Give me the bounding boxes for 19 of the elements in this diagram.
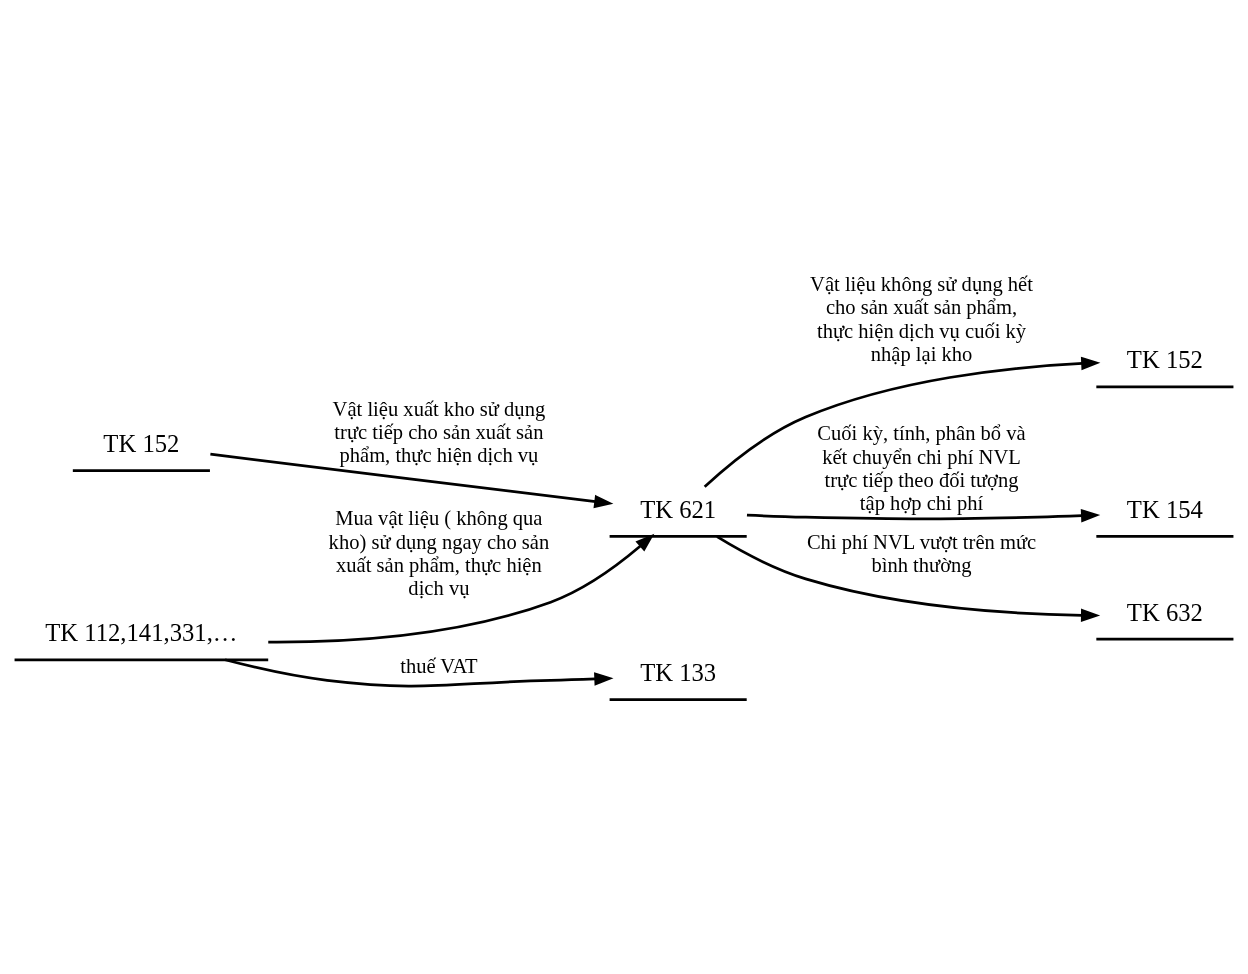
node-text: TK 133 — [640, 658, 717, 686]
edge-label: thuế VAT — [400, 655, 478, 678]
edge-label: Vật liệu không sử dụng hết cho sản xuất sản phẩm, thực hiện dịch vụ cuối kỳ nhập lại kho — [810, 272, 1033, 365]
edge-label: Cuối kỳ, tính, phân bổ và kết chuyển chi phí NVL trực tiếp theo đối tượng tập hợp chi phí — [817, 422, 1026, 515]
arrow — [268, 533, 655, 644]
arrow — [703, 356, 1101, 488]
arrow — [224, 658, 614, 688]
edge-label: Mua vật liệu ( không qua kho) sử dụng ngay cho sản xuất sản phẩm, thực hiện dịch vụ — [328, 507, 550, 600]
node-text: TK 112,141,331,… — [45, 619, 238, 647]
arrow — [210, 452, 614, 509]
edge-label: Chi phí NVL vượt trên mức bình thường — [806, 530, 1037, 577]
node-text: TK 621 — [640, 495, 717, 523]
arrow — [716, 535, 1101, 623]
node-text: TK 632 — [1126, 598, 1203, 626]
node-text: TK 152 — [1126, 346, 1203, 374]
arrow — [746, 509, 1101, 523]
node-text: TK 154 — [1126, 495, 1203, 523]
node-text: TK 152 — [103, 429, 180, 457]
edge-label: Vật liệu xuất kho sử dụng trực tiếp cho sản xuất sản phẩm, thực hiện dịch vụ — [332, 397, 546, 467]
